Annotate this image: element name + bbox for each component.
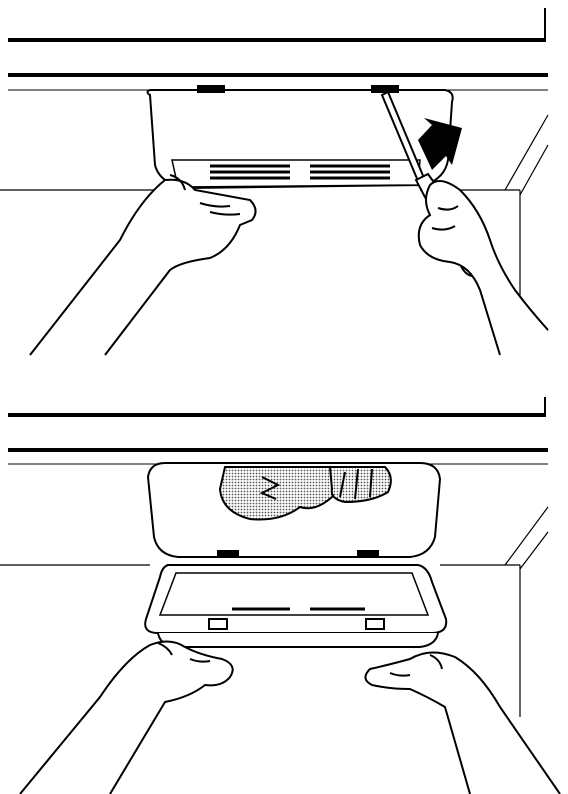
step-2-panel	[0, 397, 568, 794]
step-1-drawing	[0, 0, 568, 397]
left-hand	[20, 641, 233, 794]
lamp-cover	[145, 565, 446, 647]
right-hand	[365, 652, 560, 794]
ceiling-lines	[8, 8, 548, 90]
step-1-panel	[0, 0, 568, 397]
ceiling-lines	[8, 397, 548, 464]
right-hand	[419, 181, 548, 355]
step-2-drawing	[0, 397, 568, 794]
left-hand	[30, 175, 256, 355]
